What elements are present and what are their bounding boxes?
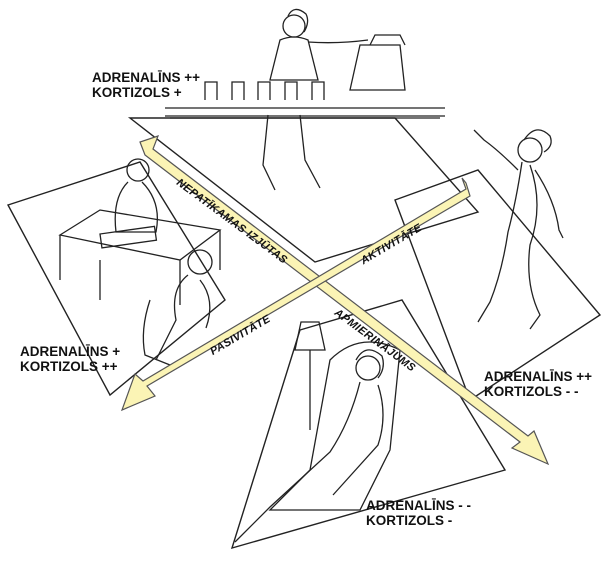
adrenaline-level: ADRENALĪNS + [20,344,120,359]
adrenaline-level: ADRENALĪNS - - [366,498,471,513]
hormone-label-left: ADRENALĪNS + KORTIZOLS ++ [20,344,120,374]
cortisol-level: KORTIZOLS - - [484,384,592,399]
hormone-label-top: ADRENALĪNS ++ KORTIZOLS + [92,70,200,100]
axis-label-passivity: PASIVITĀTE [208,313,273,358]
cortisol-level: KORTIZOLS - [366,513,471,528]
cortisol-level: KORTIZOLS + [92,85,200,100]
arrow-negative-to-satisfaction [140,136,548,464]
adrenaline-level: ADRENALĪNS ++ [92,70,200,85]
axis-label-satisfaction: APMIERINĀJUMS [331,306,418,374]
floor-platforms [8,118,600,548]
axis-label-activity: AKTIVITĀTE [358,222,424,268]
worker-illustration [165,9,445,190]
adrenaline-level: ADRENALĪNS ++ [484,369,592,384]
cortisol-level: KORTIZOLS ++ [20,359,120,374]
dancer-illustration [474,130,563,329]
hormone-label-bottom: ADRENALĪNS - - KORTIZOLS - [366,498,471,528]
hormone-label-right: ADRENALĪNS ++ KORTIZOLS - - [484,369,592,399]
arrow-activity-to-passivity [122,178,470,410]
